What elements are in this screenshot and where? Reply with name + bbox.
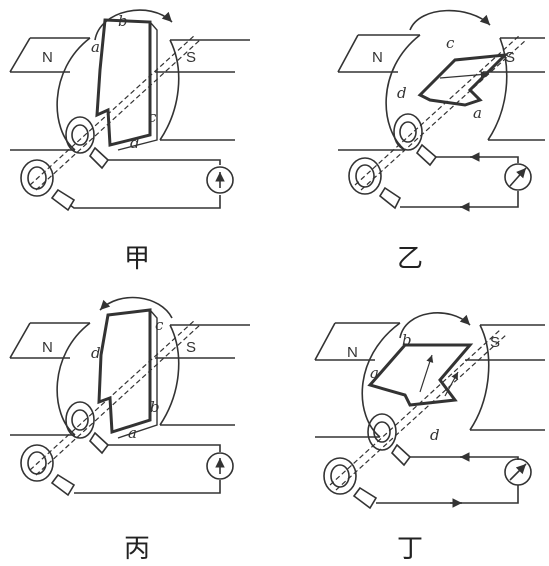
brush [415, 143, 438, 167]
panel-yi [337, 9, 545, 212]
brush [88, 431, 110, 455]
side-label-a: a [370, 364, 379, 382]
side-label-a: a [473, 104, 482, 122]
coil [417, 53, 510, 107]
caption-yi: 乙 [396, 244, 423, 274]
n-pole-magnet [314, 322, 401, 438]
axle [29, 34, 201, 191]
slip-ring [65, 116, 95, 154]
caption-bing: 丙 [123, 534, 150, 564]
circuit-wire [376, 456, 519, 504]
brush [378, 186, 402, 210]
circuit-wire [74, 444, 221, 494]
brush [50, 188, 76, 212]
circuit-wire [69, 159, 221, 209]
s-pole-magnet [483, 37, 545, 141]
n-label: N [372, 49, 383, 66]
slip-ring [20, 159, 54, 197]
side-label-b: b [402, 331, 412, 349]
side-label-d: d [397, 84, 407, 102]
n-label: N [42, 339, 53, 356]
s-label: S [490, 334, 500, 351]
panel-jia [9, 9, 250, 212]
slip-ring [323, 457, 357, 495]
coil [367, 343, 474, 407]
galvanometer-icon [206, 166, 234, 194]
slip-ring [393, 113, 423, 151]
side-label-d: d [130, 134, 140, 152]
axle [329, 329, 507, 491]
s-label: S [186, 49, 196, 66]
brush [50, 473, 76, 497]
axle [29, 319, 201, 476]
slip-ring [367, 413, 397, 451]
s-label: S [505, 49, 515, 66]
coil [95, 18, 152, 147]
axle [354, 34, 527, 191]
n-label: N [347, 344, 358, 361]
coil [97, 308, 152, 435]
panel-bing [9, 296, 250, 497]
s-label: S [186, 339, 196, 356]
rotation-arrow [409, 9, 491, 31]
side-label-b: b [150, 398, 160, 416]
side-label-b: b [118, 12, 128, 30]
circuit-wire [400, 156, 519, 208]
side-label-a: a [128, 424, 137, 442]
side-label-c: c [148, 108, 157, 126]
panel-ding [314, 312, 545, 510]
n-pole-magnet [337, 34, 421, 151]
n-label: N [42, 49, 53, 66]
s-pole-magnet [465, 324, 545, 431]
brush [352, 486, 378, 510]
side-label-d: d [430, 426, 440, 444]
side-label-c: c [446, 34, 455, 52]
brush [88, 146, 110, 170]
rotation-arrow [99, 296, 173, 319]
s-pole-magnet [155, 324, 250, 426]
slip-ring [348, 157, 382, 195]
caption-ding: 丁 [396, 534, 423, 564]
brush [390, 443, 412, 467]
side-label-c: c [155, 316, 164, 334]
rotation-arrow [399, 312, 471, 339]
side-label-a: a [91, 38, 100, 56]
side-label-d: d [91, 344, 101, 362]
galvanometer-icon [504, 458, 532, 486]
slip-ring [20, 444, 54, 482]
galvanometer-icon [206, 452, 234, 480]
slip-ring [65, 401, 95, 439]
rotation-arrow [94, 9, 173, 41]
s-pole-magnet [155, 39, 250, 141]
galvanometer-icon [504, 163, 532, 191]
caption-jia: 甲 [123, 244, 150, 274]
